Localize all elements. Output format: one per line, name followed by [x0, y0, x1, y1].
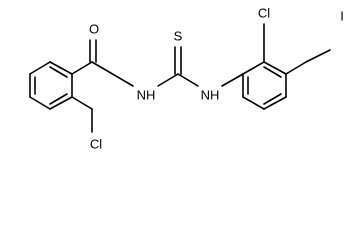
aryl-ring: [242, 61, 287, 110]
bond-ring1-cl: [71, 96, 93, 110]
bond-ring2-i: [285, 61, 307, 75]
bond-ring1-inner-1: [49, 66, 68, 78]
atom-label-iodine: I: [340, 8, 344, 23]
bond-ring1-inner-3: [49, 93, 68, 105]
bond-ring2-inner-2: [263, 93, 282, 105]
bond-ring2-inner-1: [263, 66, 282, 78]
bond-ring2-e: [242, 96, 265, 110]
atom-label-nh-left: NH: [137, 87, 156, 102]
bond-carbonyl-nh: [91, 61, 134, 87]
chemical-structure-diagram: O S NH NH Cl I Cl: [29, 5, 344, 151]
bond-nh-aryl: [221, 73, 244, 87]
bond-cs-nh: [177, 73, 199, 87]
atom-label-chlorine-bottom: Cl: [90, 136, 102, 151]
bond-ring1-e: [29, 96, 51, 110]
benzoyl-ring: [29, 61, 73, 110]
bond-ring2-i-2: [305, 49, 331, 63]
atom-label-oxygen: O: [89, 21, 99, 36]
bond-nh-cs: [157, 73, 179, 87]
bond-ring2-b: [263, 61, 287, 75]
bond-ring2-d: [263, 96, 287, 110]
bond-ring1-b: [49, 61, 73, 75]
bond-ring1-f: [49, 96, 73, 110]
atom-label-nh-right: NH: [201, 87, 220, 102]
bond-ring-carbonyl: [71, 61, 93, 75]
atom-label-sulfur: S: [174, 28, 183, 43]
bond-ring1-c: [29, 61, 51, 75]
bond-ring2-a: [242, 61, 265, 75]
atom-label-chlorine-top: Cl: [258, 5, 270, 20]
